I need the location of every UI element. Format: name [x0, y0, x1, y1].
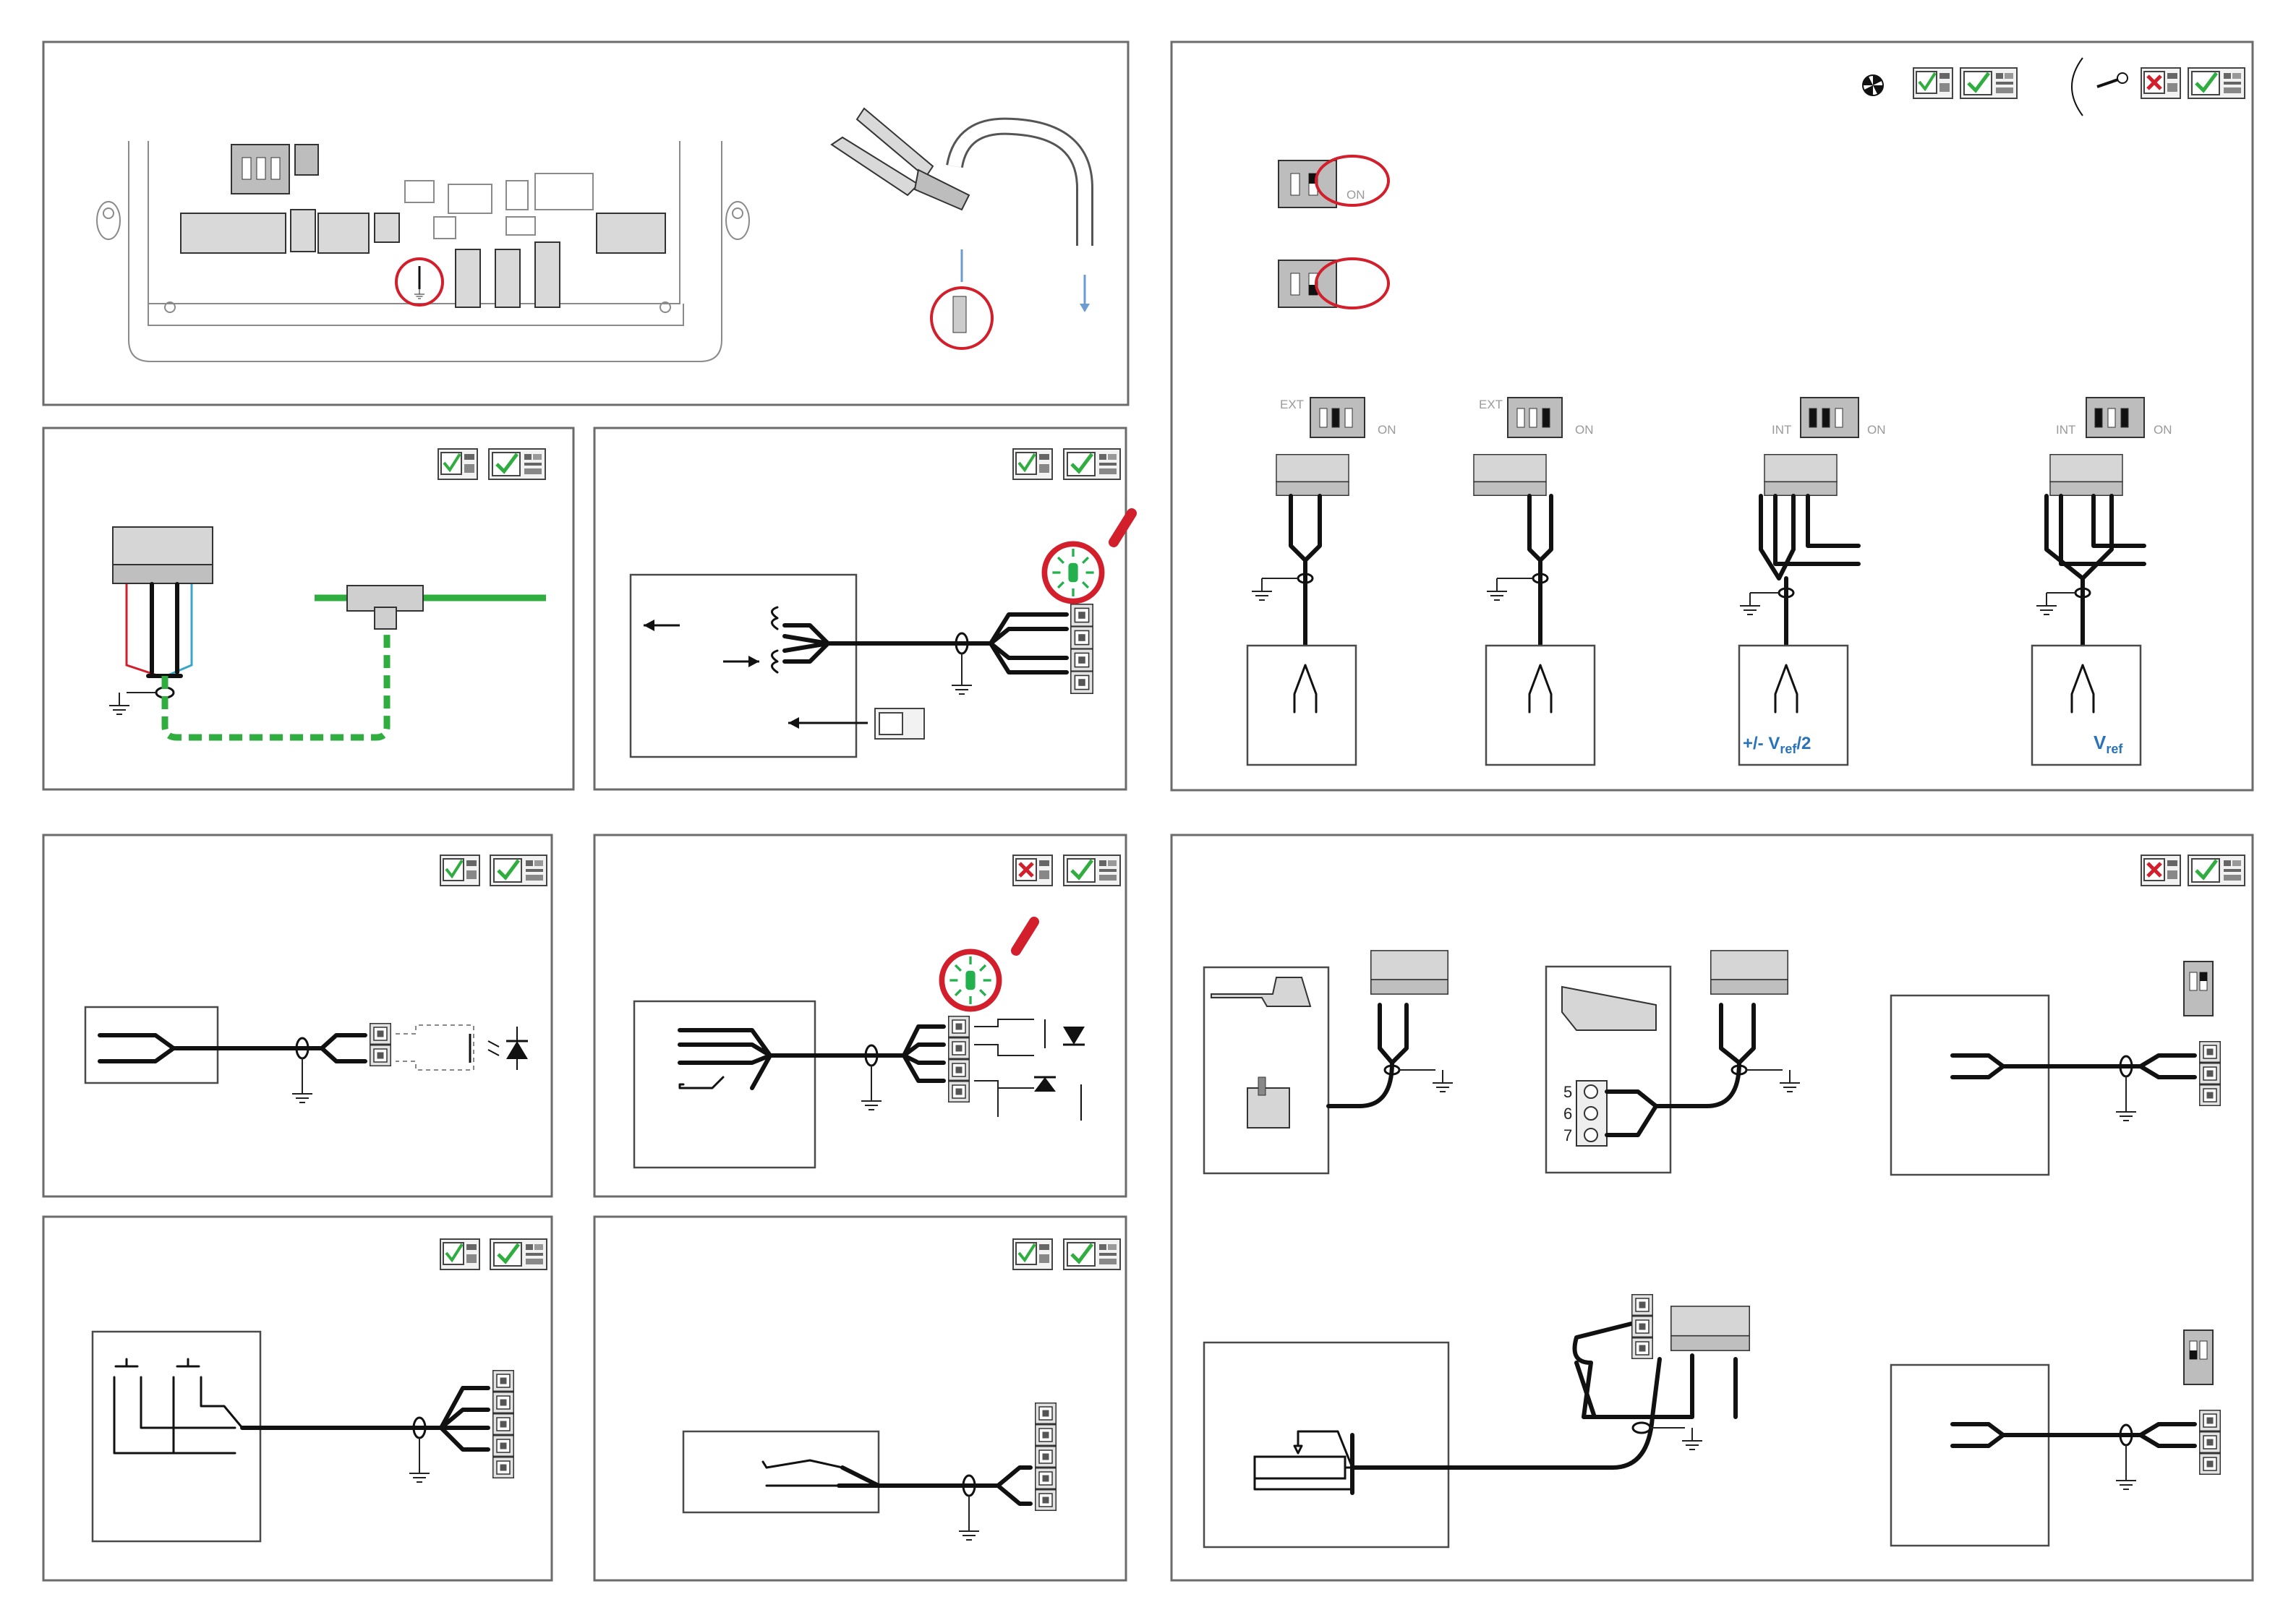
- panel-relay-outputs: [594, 835, 1126, 1196]
- panel-sensors: 5 6 7: [1172, 835, 2253, 1580]
- ext-label: EXT: [1479, 398, 1503, 411]
- on-label: ON: [1867, 423, 1886, 437]
- panel-network: [43, 428, 573, 789]
- terminal-5-label: 5: [1563, 1083, 1572, 1101]
- panel-pcb-overview: [43, 42, 1128, 405]
- ext-label: EXT: [1280, 398, 1304, 411]
- on-label: ON: [1378, 423, 1396, 437]
- dip-on-label-1: ON: [1347, 188, 1365, 202]
- panel-led-outputs: [594, 428, 1132, 789]
- on-label: ON: [1575, 423, 1594, 437]
- panel-contact-input: [594, 1217, 1126, 1580]
- int-label: INT: [1772, 423, 1791, 437]
- int-label: INT: [2056, 423, 2075, 437]
- panel-opto-input: [43, 835, 552, 1196]
- on-label: ON: [2154, 423, 2172, 437]
- terminal-6-label: 6: [1563, 1105, 1572, 1123]
- terminal-7-label: 7: [1563, 1126, 1572, 1144]
- panel-push-buttons: [43, 1217, 552, 1580]
- panel-dip-settings: ON EXT ON EXT ON: [1172, 42, 2253, 790]
- vref-half-label: +/- Vref/2: [1743, 734, 1811, 756]
